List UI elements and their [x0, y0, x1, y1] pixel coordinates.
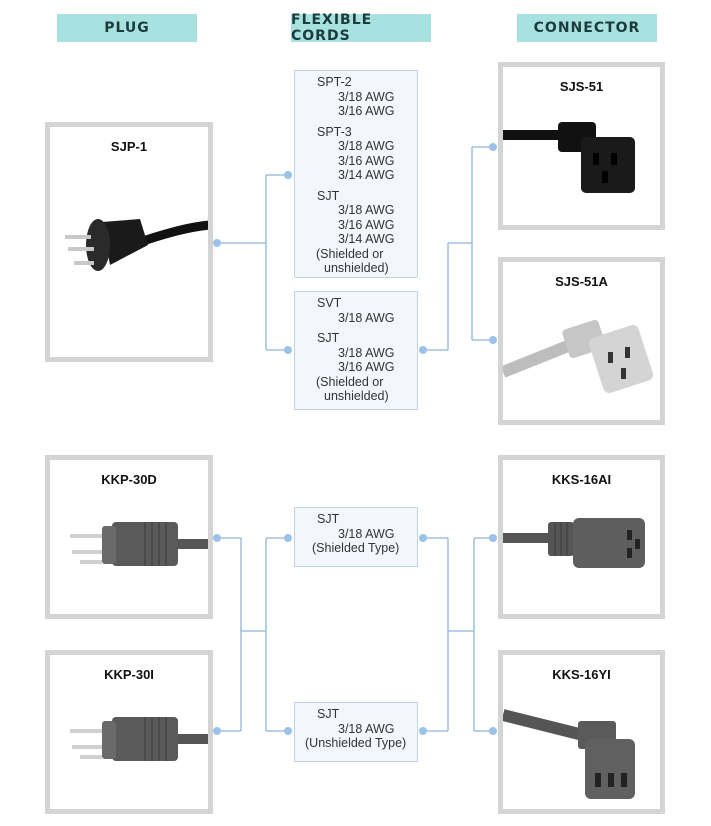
cord-note: (Shielded Type)	[312, 541, 400, 555]
connector-name: SJS-51A	[555, 274, 608, 289]
right-angle-connector-icon	[503, 319, 654, 394]
cord-note: unshielded)	[324, 389, 389, 403]
cord-note: (Unshielded Type)	[305, 736, 407, 750]
cord-box-4[interactable]: SJT 3/18 AWG (Unshielded Type)	[294, 702, 418, 762]
cord-spec: 3/14 AWG	[338, 168, 395, 182]
cord-group-svt: SVT 3/18 AWG	[295, 296, 417, 325]
plug-icon	[70, 717, 208, 761]
cord-type: SPT-3	[317, 124, 352, 139]
straight-connector-icon	[503, 518, 645, 568]
right-angle-connector-icon	[503, 122, 635, 193]
cord-spec: 3/18 AWG	[338, 89, 395, 104]
cord-spec: 3/16 AWG	[338, 360, 395, 374]
plug-card-kkp-30i[interactable]: KKP-30I	[45, 650, 213, 814]
plug-card-kkp-30d[interactable]: KKP-30D	[45, 455, 213, 619]
cord-spec: 3/18 AWG	[338, 203, 395, 217]
plug-icon	[70, 522, 208, 566]
right-angle-connector-icon	[503, 709, 635, 799]
cord-spec: 3/16 AWG	[338, 217, 395, 232]
cord-box-2[interactable]: SVT 3/18 AWG SJT 3/18 AWG 3/16 AWG (Shie…	[294, 291, 418, 410]
plug-icon	[65, 219, 208, 271]
cord-type: SVT	[317, 296, 342, 310]
plug-name: KKP-30D	[101, 472, 157, 487]
connector-card-sjs-51[interactable]: SJS-51	[498, 62, 665, 230]
cord-group-sjt: SJT 3/18 AWG 3/16 AWG (Shielded or unshi…	[295, 331, 417, 404]
cord-group-spt-3: SPT-3 3/18 AWG 3/16 AWG 3/14 AWG	[295, 125, 417, 183]
cord-spec: 3/16 AWG	[338, 153, 395, 168]
cord-note: unshielded)	[324, 261, 389, 275]
cord-note: (Shielded or	[316, 374, 384, 389]
cord-spec: 3/18 AWG	[338, 721, 395, 736]
cord-spec: 3/14 AWG	[338, 232, 395, 246]
connector-card-kks-16ai[interactable]: KKS-16AI	[498, 455, 665, 619]
cord-spec: 3/18 AWG	[338, 526, 395, 541]
connector-name: KKS-16AI	[551, 472, 612, 487]
cord-box-1[interactable]: SPT-2 3/18 AWG 3/16 AWG SPT-3 3/18 AWG 3…	[294, 70, 418, 278]
cord-spec: 3/18 AWG	[338, 345, 395, 360]
cord-spec: 3/16 AWG	[338, 104, 395, 118]
cord-type: SJT	[317, 188, 340, 203]
plug-card-sjp-1[interactable]: SJP-1	[45, 122, 213, 362]
cord-note: (Shielded or	[316, 246, 384, 261]
connector-name: SJS-51	[559, 79, 604, 94]
cord-spec: 3/18 AWG	[338, 310, 395, 325]
plug-header: PLUG	[57, 14, 197, 42]
cord-group-spt-2: SPT-2 3/18 AWG 3/16 AWG	[295, 75, 417, 119]
cord-type: SJT	[317, 707, 340, 721]
plug-name: KKP-30I	[104, 667, 154, 682]
connector-card-sjs-51a[interactable]: SJS-51A	[498, 257, 665, 425]
cord-group-sjt: SJT 3/18 AWG 3/16 AWG 3/14 AWG (Shielded…	[295, 189, 417, 276]
flexible-cords-header: FLEXIBLE CORDS	[291, 12, 431, 44]
cord-type: SJT	[317, 512, 340, 526]
cord-box-3[interactable]: SJT 3/18 AWG (Shielded Type)	[294, 507, 418, 567]
cord-spec: 3/18 AWG	[338, 139, 395, 153]
connector-name: KKS-16YI	[552, 667, 611, 682]
cord-type: SJT	[317, 331, 340, 345]
plug-name: SJP-1	[110, 139, 148, 154]
cord-type: SPT-2	[317, 75, 352, 89]
connector-header: CONNECTOR	[517, 14, 657, 42]
connector-card-kks-16yi[interactable]: KKS-16YI	[498, 650, 665, 814]
